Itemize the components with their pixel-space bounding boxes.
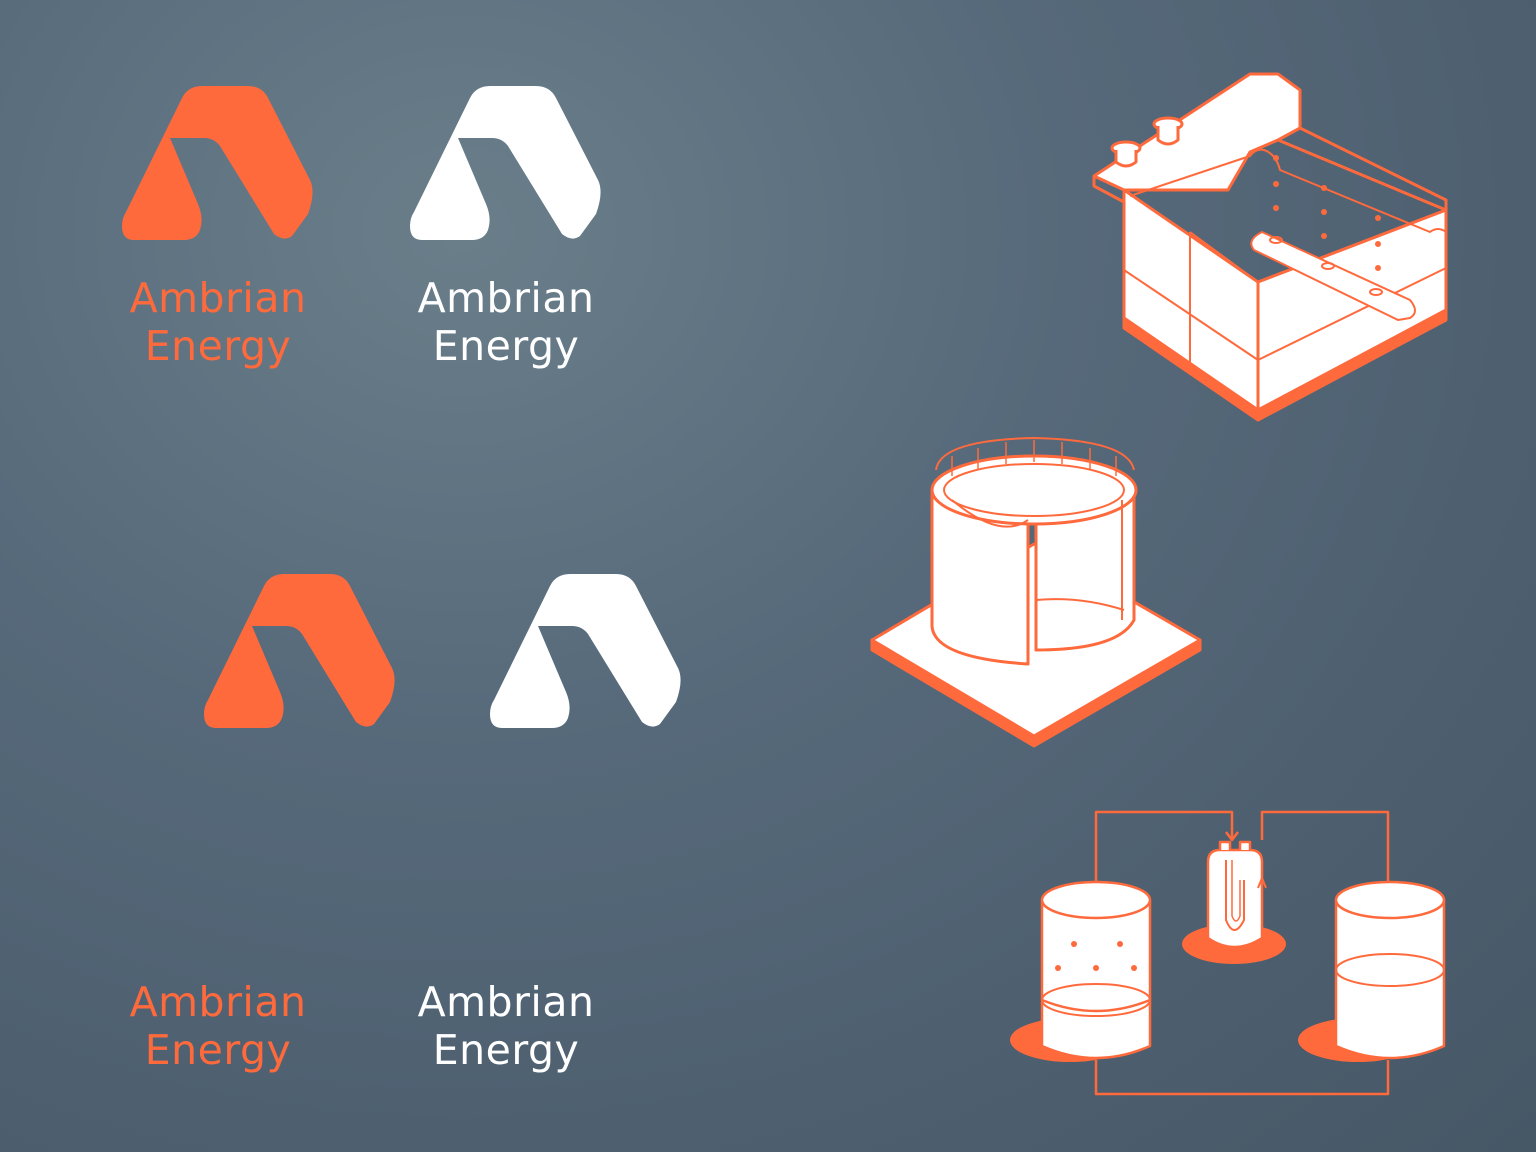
logo-mark-orange-middle [204,574,395,728]
wordmark-orange-top: Ambrian Energy [112,274,324,370]
wordmark-line-1: Ambrian [417,978,595,1026]
wordmark-orange-bottom: Ambrian Energy [112,978,324,1074]
isometric-storage-tank-icon [870,437,1202,748]
wordmark-line-1: Ambrian [129,274,307,322]
wordmark-line-2: Energy [144,1026,292,1074]
wordmark-line-1: Ambrian [417,274,595,322]
logo-mark-white-top [410,86,601,240]
wordmark-white-bottom: Ambrian Energy [400,978,612,1074]
isometric-water-basin-icon [1092,72,1448,422]
logo-mark-orange-top [122,86,313,240]
wordmark-line-2: Energy [432,322,580,370]
logo-mark-white-middle [490,574,681,728]
tank-flow-diagram-icon [1010,810,1446,1096]
wordmark-white-top: Ambrian Energy [400,274,612,370]
wordmark-line-2: Energy [432,1026,580,1074]
wordmark-line-1: Ambrian [129,978,307,1026]
wordmark-line-2: Energy [144,322,292,370]
